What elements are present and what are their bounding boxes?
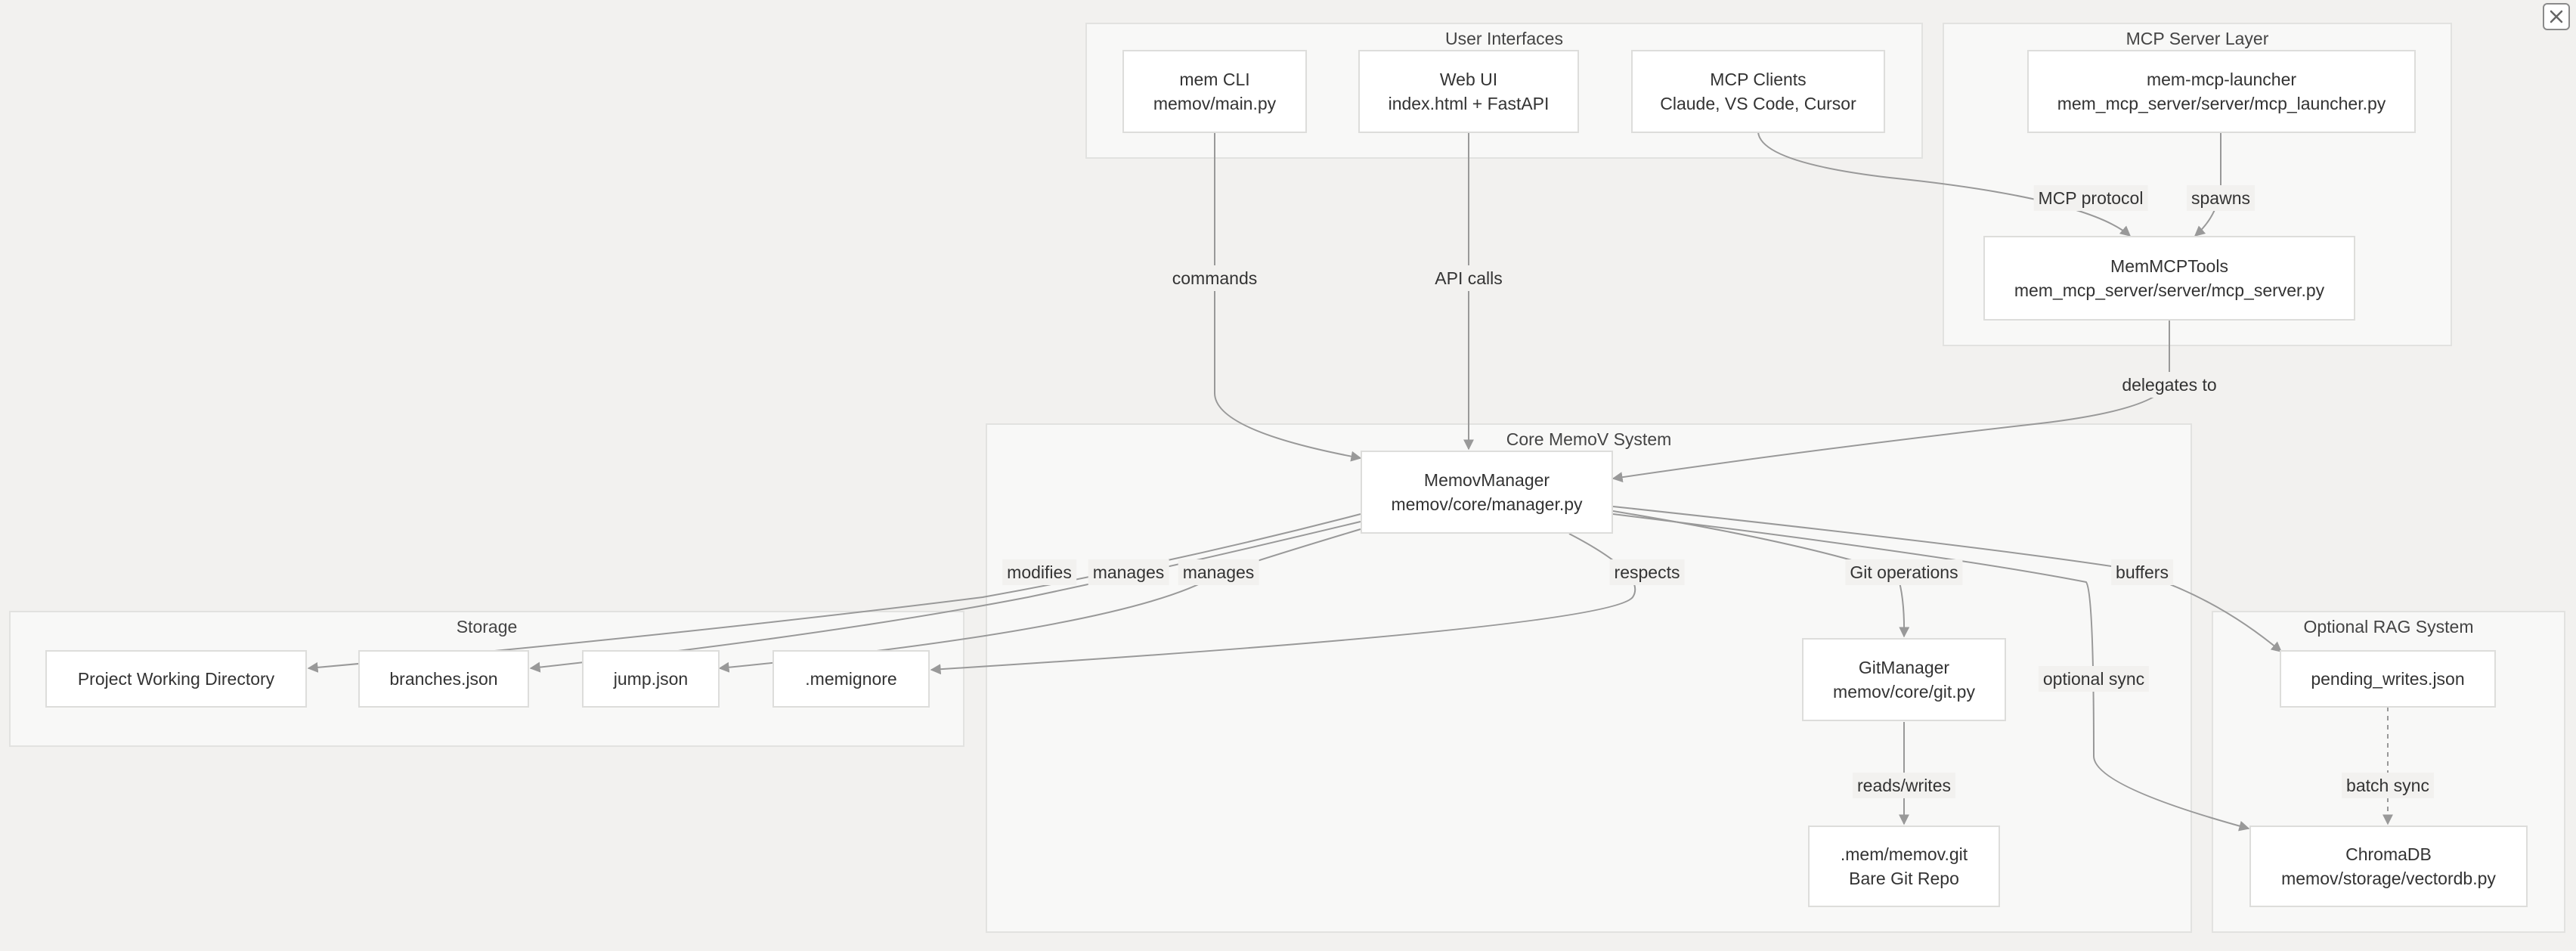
node-subtitle: Claude, VS Code, Cursor <box>1660 94 1856 113</box>
edge-manages-jump <box>718 528 1361 673</box>
edge-delegates-to <box>1612 321 2170 483</box>
node-title: branches.json <box>389 669 498 689</box>
node-web-ui[interactable]: Web UI index.html + FastAPI <box>1358 50 1579 133</box>
node-subtitle: memov/storage/vectordb.py <box>2281 869 2496 888</box>
node-git-manager[interactable]: GitManager memov/core/git.py <box>1802 638 2006 721</box>
edge-label-delegates-to: delegates to <box>2117 372 2221 398</box>
edge-label-optional-sync: optional sync <box>2038 666 2150 692</box>
node-subtitle: memov/core/manager.py <box>1391 494 1583 514</box>
node-subtitle: memov/core/git.py <box>1833 682 1975 702</box>
node-title: Project Working Directory <box>77 669 275 689</box>
group-title: User Interfaces <box>1445 29 1563 48</box>
edge-label-buffers: buffers <box>2111 559 2173 585</box>
node-title: ChromaDB <box>2345 844 2432 864</box>
node-title: MCP Clients <box>1710 70 1807 89</box>
edge-commands <box>1214 132 1362 462</box>
node-memov-manager[interactable]: MemovManager memov/core/manager.py <box>1361 451 1613 534</box>
node-title: Web UI <box>1439 70 1498 89</box>
node-title: MemovManager <box>1423 470 1550 490</box>
group-title: Optional RAG System <box>2303 617 2474 637</box>
edge-label-spawns: spawns <box>2187 185 2255 211</box>
node-chromadb[interactable]: ChromaDB memov/storage/vectordb.py <box>2249 826 2528 907</box>
edge-label-api-calls: API calls <box>1430 265 1507 291</box>
node-bare-git-repo[interactable]: .mem/memov.git Bare Git Repo <box>1808 826 2000 907</box>
node-pending-writes-json[interactable]: pending_writes.json <box>2280 650 2496 708</box>
edge-spawns <box>2194 132 2221 237</box>
edge-label-manages-jump: manages <box>1178 559 1259 585</box>
node-subtitle: mem_mcp_server/server/mcp_server.py <box>2014 280 2325 300</box>
edge-respects <box>930 533 1636 675</box>
node-mcp-clients[interactable]: MCP Clients Claude, VS Code, Cursor <box>1631 50 1885 133</box>
group-title: Storage <box>456 617 518 637</box>
node-title: .mem/memov.git <box>1840 844 1968 864</box>
edge-buffers <box>1612 506 2283 652</box>
node-memignore[interactable]: .memignore <box>772 650 930 708</box>
edge-label-respects: respects <box>1609 559 1685 585</box>
edge-label-modifies: modifies <box>1002 559 1076 585</box>
node-project-working-directory[interactable]: Project Working Directory <box>45 650 307 708</box>
edge-label-reads-writes: reads/writes <box>1853 773 1955 798</box>
node-title: MemMCPTools <box>2110 256 2228 276</box>
edge-label-commands: commands <box>1167 265 1262 291</box>
group-title: Core MemoV System <box>1506 429 1672 449</box>
node-title: pending_writes.json <box>2311 669 2465 689</box>
node-mem-mcp-launcher[interactable]: mem-mcp-launcher mem_mcp_server/server/m… <box>2027 50 2416 133</box>
node-subtitle: Bare Git Repo <box>1849 869 1959 888</box>
node-title: jump.json <box>613 669 689 689</box>
close-button[interactable] <box>2543 3 2570 30</box>
node-title: GitManager <box>1858 658 1950 677</box>
node-title: mem CLI <box>1179 70 1250 89</box>
edge-label-batch-sync: batch sync <box>2342 773 2434 798</box>
node-branches-json[interactable]: branches.json <box>358 650 529 708</box>
close-icon <box>2550 10 2563 23</box>
node-mem-cli[interactable]: mem CLI memov/main.py <box>1122 50 1307 133</box>
node-title: .memignore <box>805 669 897 689</box>
edge-mcp-protocol <box>1757 132 2132 237</box>
node-mem-mcp-tools[interactable]: MemMCPTools mem_mcp_server/server/mcp_se… <box>1983 236 2355 321</box>
node-subtitle: mem_mcp_server/server/mcp_launcher.py <box>2057 94 2386 113</box>
edge-modifies <box>307 513 1361 673</box>
node-subtitle: memov/main.py <box>1153 94 1277 113</box>
edge-label-git-operations: Git operations <box>1845 559 1963 585</box>
group-title: MCP Server Layer <box>2126 29 2269 48</box>
edge-label-mcp-protocol: MCP protocol <box>2033 185 2148 211</box>
node-title: mem-mcp-launcher <box>2146 70 2297 89</box>
edge-optional-sync <box>1612 513 2250 832</box>
node-jump-json[interactable]: jump.json <box>582 650 720 708</box>
edge-label-manages-branches: manages <box>1088 559 1169 585</box>
node-subtitle: index.html + FastAPI <box>1388 94 1550 113</box>
edge-manages-branches <box>529 521 1361 673</box>
